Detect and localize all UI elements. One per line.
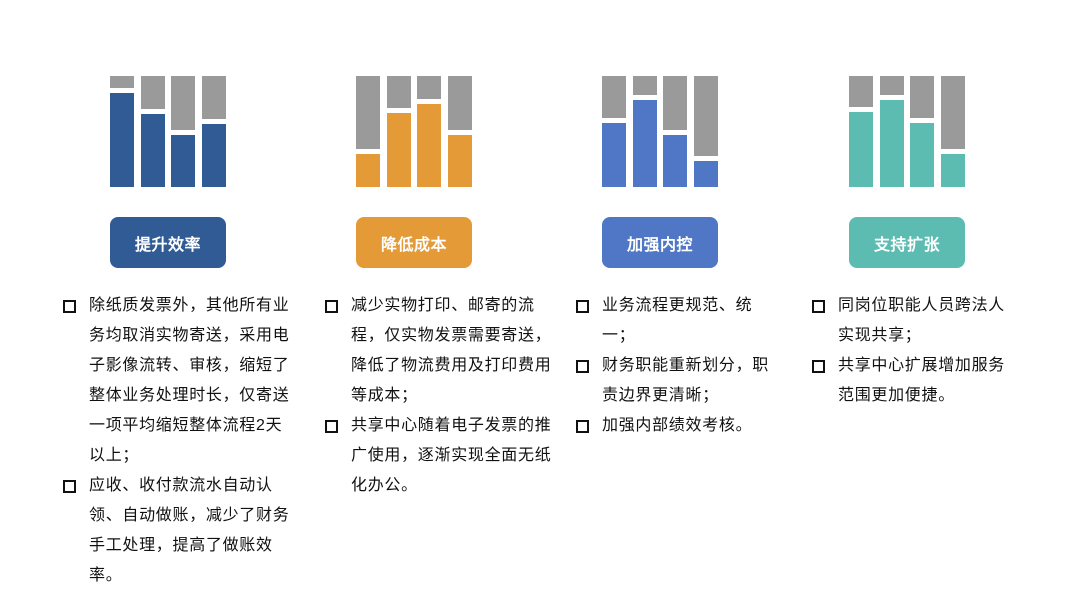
- bar-gray: [202, 76, 227, 119]
- bar-fill: [632, 100, 657, 187]
- bullet-item: 共享中心随着电子发票的推广使用，逐渐实现全面无纸化办公。: [325, 411, 555, 501]
- bar-fill: [448, 135, 473, 187]
- bullet-text: 除纸质发票外，其他所有业务均取消实物寄送，采用电子影像流转、审核，缩短了整体业务…: [89, 297, 290, 464]
- bar-gray: [849, 76, 873, 107]
- cost-label: 降低成本: [356, 217, 472, 268]
- bar-gray: [140, 76, 165, 109]
- bar-fill: [356, 154, 380, 187]
- bar-gray: [602, 76, 626, 118]
- bullet-text: 财务职能重新划分，职责边界更清晰；: [602, 357, 770, 404]
- efficiency-bullets: 除纸质发票外，其他所有业务均取消实物寄送，采用电子影像流转、审核，缩短了整体业务…: [63, 291, 293, 591]
- bar-gray: [941, 76, 966, 149]
- bar-fill: [849, 112, 873, 187]
- bar-fill: [910, 123, 935, 187]
- bar-gray: [448, 76, 473, 130]
- square-bullet-icon: [63, 480, 76, 493]
- bullet-item: 除纸质发票外，其他所有业务均取消实物寄送，采用电子影像流转、审核，缩短了整体业务…: [63, 291, 293, 471]
- bar-fill: [110, 93, 134, 187]
- bar-chart-icon: [849, 76, 966, 187]
- bar-gray: [356, 76, 380, 149]
- bar-gray: [694, 76, 719, 156]
- control-bullets: 业务流程更规范、统一； 财务职能重新划分，职责边界更清晰； 加强内部绩效考核。: [576, 291, 781, 441]
- square-bullet-icon: [812, 360, 825, 373]
- bar-gray: [171, 76, 196, 130]
- bar-gray: [417, 76, 442, 99]
- bar-chart-icon: [110, 76, 227, 187]
- bullet-text: 减少实物打印、邮寄的流程，仅实物发票需要寄送，降低了物流费用及打印费用等成本；: [351, 297, 552, 404]
- square-bullet-icon: [812, 300, 825, 313]
- bullet-item: 财务职能重新划分，职责边界更清晰；: [576, 351, 781, 411]
- bullet-item: 减少实物打印、邮寄的流程，仅实物发票需要寄送，降低了物流费用及打印费用等成本；: [325, 291, 555, 411]
- bullet-text: 共享中心扩展增加服务范围更加便捷。: [838, 357, 1006, 404]
- bullet-item: 应收、收付款流水自动认领、自动做账，减少了财务手工处理，提高了做账效率。: [63, 471, 293, 591]
- bar-fill: [140, 114, 165, 187]
- bar-gray: [663, 76, 688, 130]
- bullet-item: 同岗位职能人员跨法人实现共享；: [812, 291, 1017, 351]
- square-bullet-icon: [325, 420, 338, 433]
- bullet-item: 加强内部绩效考核。: [576, 411, 781, 441]
- square-bullet-icon: [576, 300, 589, 313]
- bar-fill: [602, 123, 626, 187]
- square-bullet-icon: [576, 420, 589, 433]
- bar-fill: [663, 135, 688, 187]
- bullet-text: 业务流程更规范、统一；: [602, 297, 753, 344]
- bar-gray: [632, 76, 657, 95]
- bar-gray: [110, 76, 134, 88]
- bar-fill: [171, 135, 196, 187]
- bar-fill: [417, 104, 442, 187]
- bar-chart-icon: [602, 76, 719, 187]
- square-bullet-icon: [63, 300, 76, 313]
- bullet-text: 同岗位职能人员跨法人实现共享；: [838, 297, 1006, 344]
- bar-fill: [941, 154, 966, 187]
- bar-fill: [879, 100, 904, 187]
- bar-fill: [386, 113, 411, 187]
- bar-fill: [202, 124, 227, 187]
- expansion-label: 支持扩张: [849, 217, 965, 268]
- bullet-text: 应收、收付款流水自动认领、自动做账，减少了财务手工处理，提高了做账效率。: [89, 477, 290, 584]
- square-bullet-icon: [325, 300, 338, 313]
- bullet-text: 共享中心随着电子发票的推广使用，逐渐实现全面无纸化办公。: [351, 417, 552, 494]
- bullet-item: 共享中心扩展增加服务范围更加便捷。: [812, 351, 1017, 411]
- bar-fill: [694, 161, 719, 187]
- bar-chart-icon: [356, 76, 473, 187]
- expansion-bullets: 同岗位职能人员跨法人实现共享； 共享中心扩展增加服务范围更加便捷。: [812, 291, 1017, 411]
- efficiency-label: 提升效率: [110, 217, 226, 268]
- square-bullet-icon: [576, 360, 589, 373]
- bar-gray: [879, 76, 904, 95]
- bar-gray: [386, 76, 411, 108]
- bullet-item: 业务流程更规范、统一；: [576, 291, 781, 351]
- control-label: 加强内控: [602, 217, 718, 268]
- bar-gray: [910, 76, 935, 118]
- cost-bullets: 减少实物打印、邮寄的流程，仅实物发票需要寄送，降低了物流费用及打印费用等成本； 共…: [325, 291, 555, 501]
- bullet-text: 加强内部绩效考核。: [602, 417, 753, 434]
